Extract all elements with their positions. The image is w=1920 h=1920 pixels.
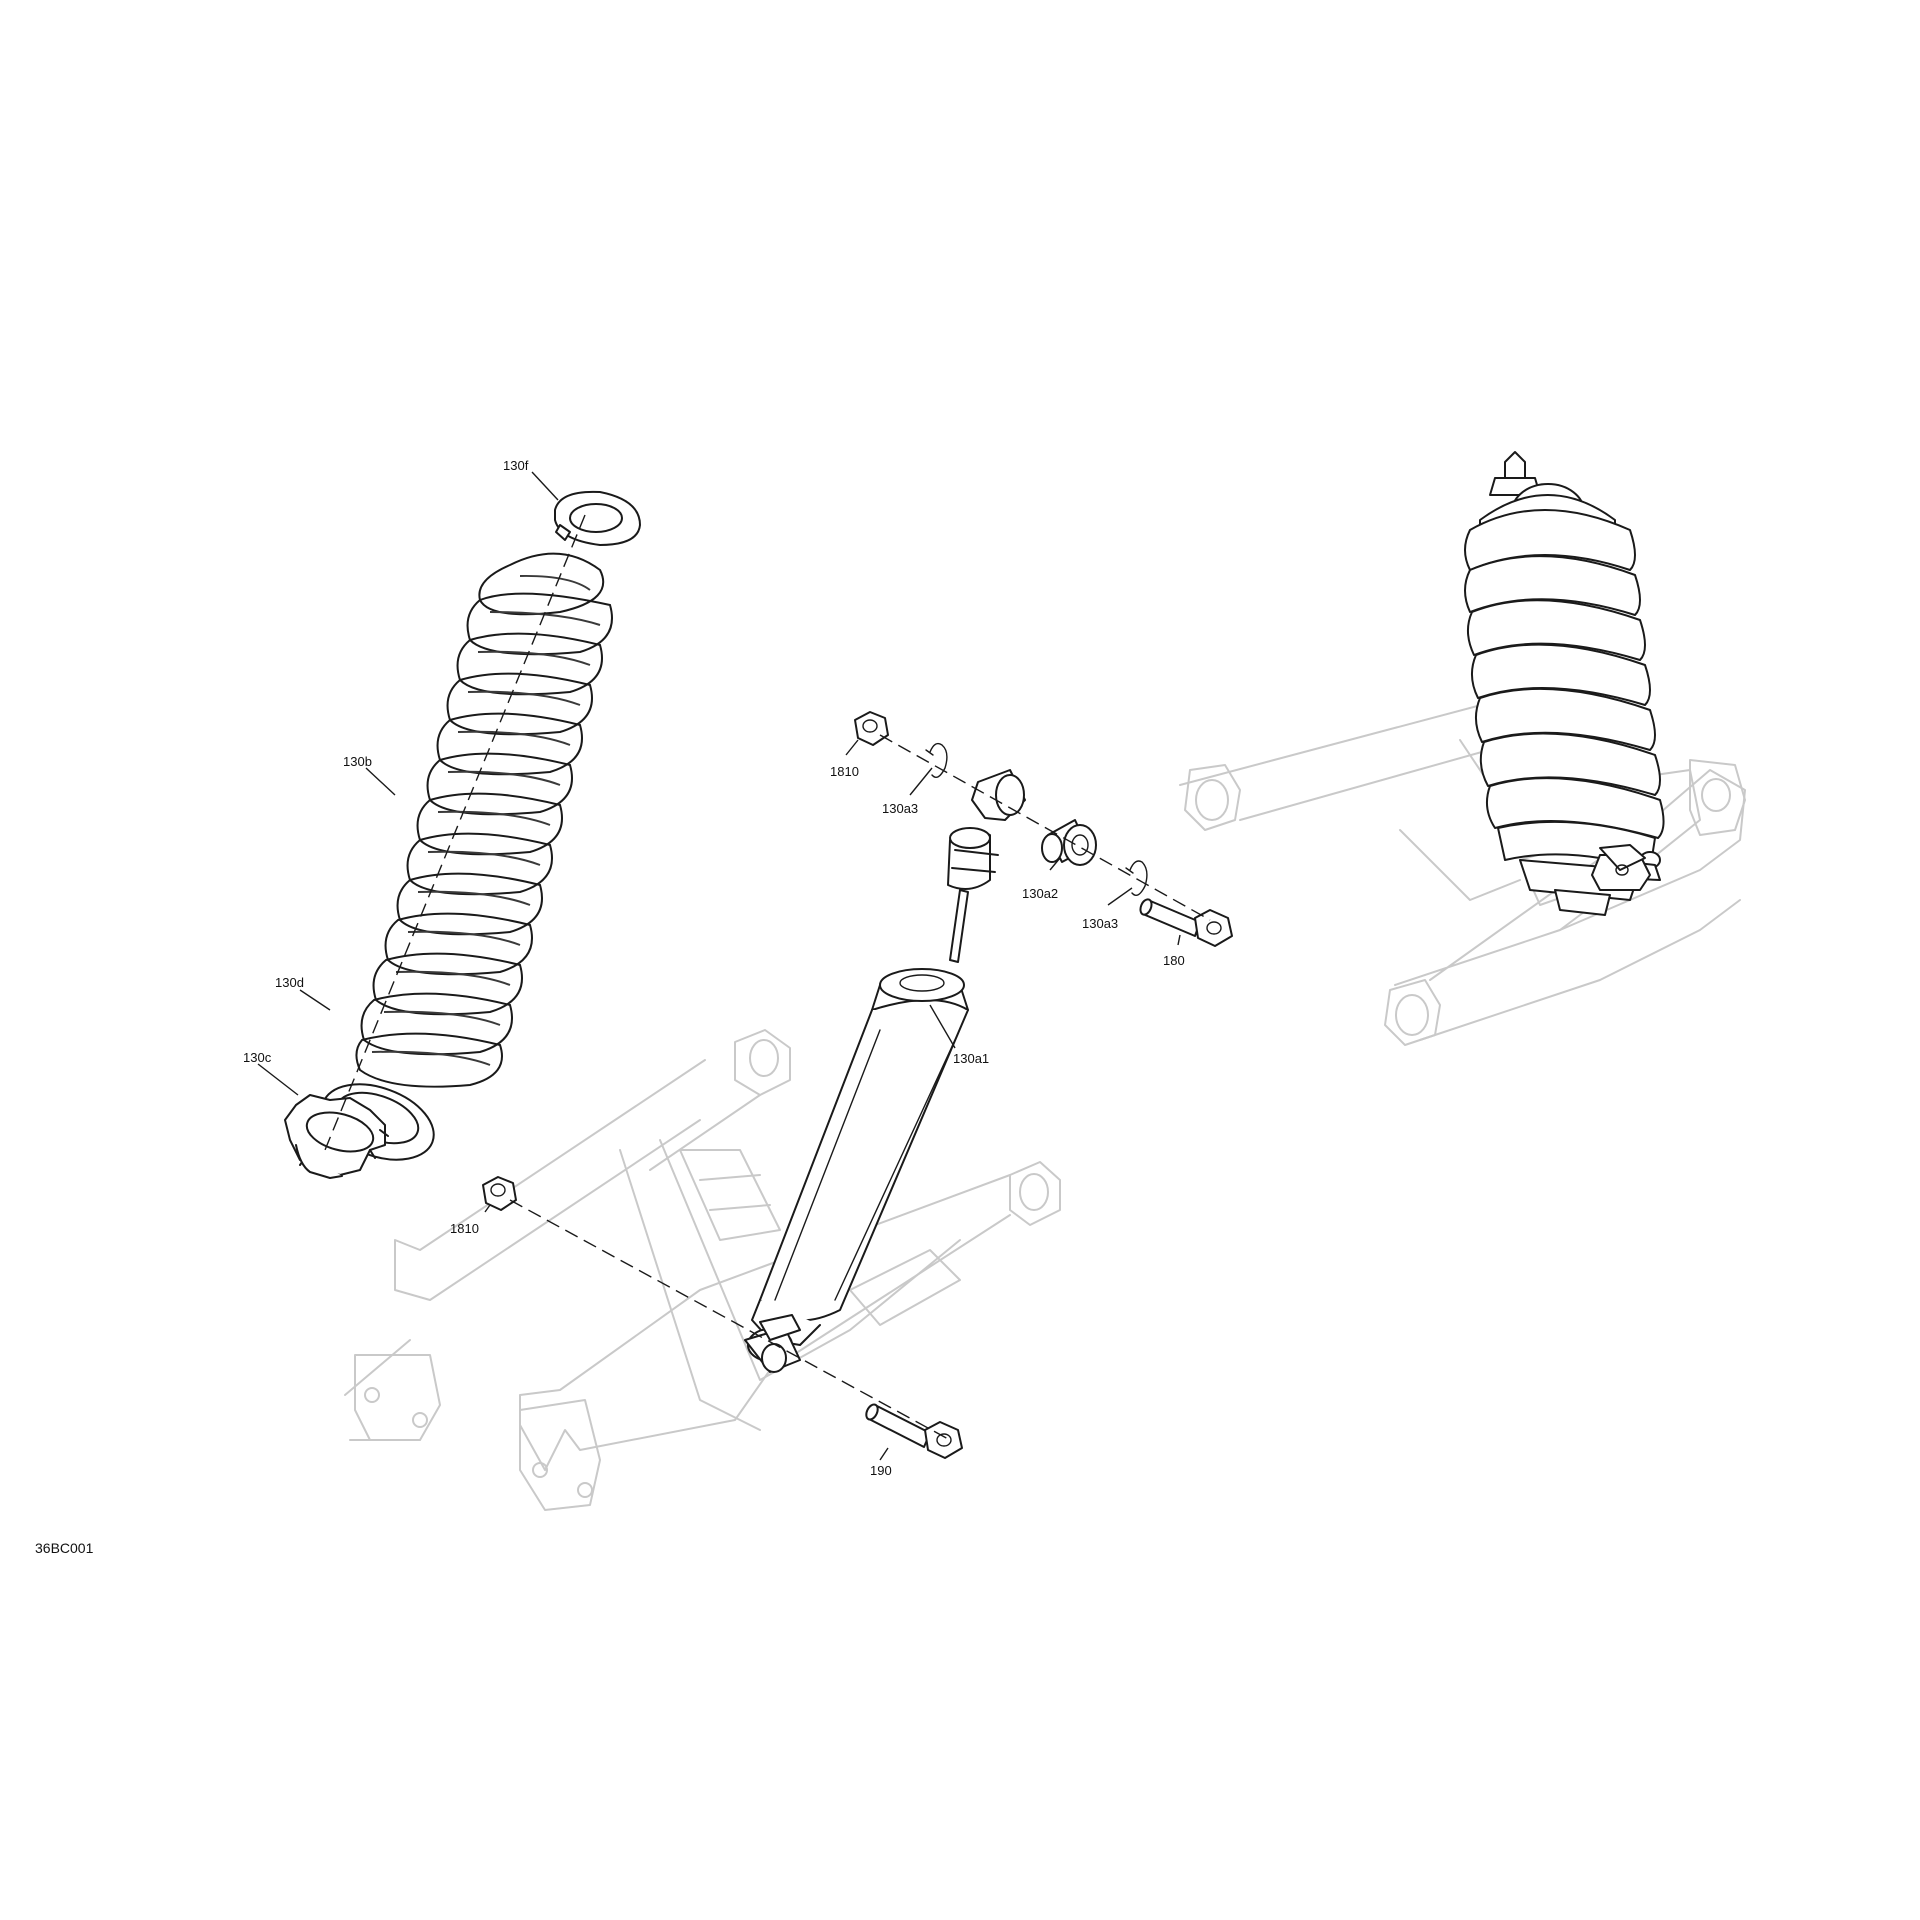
leader-lines bbox=[257, 471, 1181, 1461]
assembly-axes bbox=[324, 514, 1211, 1441]
part-130a3-clip-right bbox=[1125, 860, 1148, 896]
callout-1810-top: 1810 bbox=[830, 764, 859, 779]
callout-190: 190 bbox=[870, 1463, 892, 1478]
part-1810-nut-bottom bbox=[482, 1176, 517, 1211]
right-shock-coils bbox=[1464, 509, 1665, 839]
part-130a2-bushing bbox=[1041, 819, 1097, 866]
callout-130a2: 130a2 bbox=[1022, 886, 1058, 901]
ghost-swing-arm-bottom bbox=[344, 1029, 1061, 1511]
part-130c-spring-cup bbox=[284, 1094, 389, 1179]
callout-130a1: 130a1 bbox=[953, 1051, 989, 1066]
callout-130f: 130f bbox=[503, 458, 529, 473]
callout-130a3-left: 130a3 bbox=[882, 801, 918, 816]
callout-130c: 130c bbox=[243, 1050, 272, 1065]
part-130a3-clip-left bbox=[925, 742, 948, 778]
part-180-bolt bbox=[1139, 898, 1233, 947]
part-190-bolt bbox=[865, 1403, 963, 1459]
part-130a1-shock-absorber bbox=[744, 769, 1026, 1373]
part-130f-spring-seat bbox=[554, 490, 641, 546]
assembled-shock-right bbox=[1464, 451, 1665, 916]
part-130b-coil-spring bbox=[355, 552, 613, 1088]
callout-130a3-right: 130a3 bbox=[1082, 916, 1118, 931]
ghost-swing-arm-right bbox=[1179, 689, 1746, 1046]
callout-1810-bottom: 1810 bbox=[450, 1221, 479, 1236]
callout-130b: 130b bbox=[343, 754, 372, 769]
callout-180: 180 bbox=[1163, 953, 1185, 968]
part-1810-nut-top bbox=[854, 711, 889, 746]
callout-labels: 130f 130b 130d 130c 1810 1810 130a3 130a… bbox=[243, 458, 1185, 1478]
figure-code: 36BC001 bbox=[35, 1540, 94, 1556]
callout-130d: 130d bbox=[275, 975, 304, 990]
